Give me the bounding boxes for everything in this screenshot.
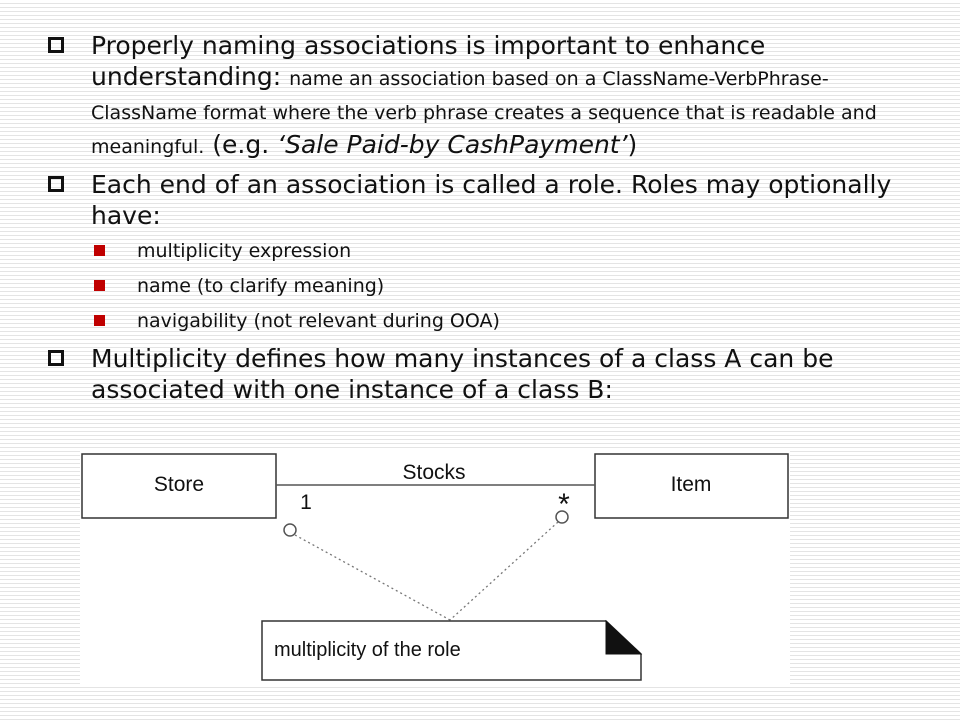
association-name: Stocks <box>402 461 465 484</box>
note-box <box>261 620 642 681</box>
bullet-list: Properly naming associations is importan… <box>48 30 928 405</box>
sub-bullet-multiplicity: multiplicity expression <box>94 240 928 263</box>
note-fold-corner-icon <box>605 619 643 655</box>
item-class-label: Item <box>671 473 712 496</box>
hollow-square-bullet-icon <box>48 350 64 366</box>
note-text: multiplicity of the role <box>274 639 461 661</box>
bullet-roles: Each end of an association is called a r… <box>48 169 928 231</box>
sub-bullet-text: name (to clarify meaning) <box>137 275 385 297</box>
left-role-circle <box>283 523 297 537</box>
example-close: ) <box>627 130 638 159</box>
bullet-main-text: Properly naming associations is importan… <box>91 31 766 91</box>
sub-bullet-text: multiplicity expression <box>137 240 352 262</box>
left-multiplicity: 1 <box>300 491 312 514</box>
hollow-square-bullet-icon <box>48 37 64 53</box>
sub-bullet-navigability: navigability (not relevant during OOA) <box>94 310 928 333</box>
item-class-box <box>594 453 789 519</box>
store-class-label: Store <box>154 473 204 496</box>
bullet-main-text: Multiplicity defines how many instances … <box>91 344 834 404</box>
bullet-main-text: Each end of an association is called a r… <box>91 170 892 230</box>
sub-bullet-text: navigability (not relevant during OOA) <box>137 310 500 332</box>
bullet-detail-text: name an association based on a ClassName… <box>91 68 877 158</box>
filled-square-bullet-icon <box>94 315 105 326</box>
right-note-connector <box>449 521 559 621</box>
bullet-multiplicity: Multiplicity defines how many instances … <box>48 343 928 405</box>
sub-bullet-name: name (to clarify meaning) <box>94 275 928 298</box>
filled-square-bullet-icon <box>94 280 105 291</box>
diagram-svg: Store Item Stocks 1 * multiplicity of th… <box>81 453 789 681</box>
right-role-circle <box>555 510 569 524</box>
store-class-box <box>81 453 277 519</box>
example-text: ‘Sale Paid-by CashPayment’ <box>277 130 628 159</box>
hollow-square-bullet-icon <box>48 176 64 192</box>
left-note-connector <box>294 534 451 621</box>
bullet-text: Properly naming associations is importan… <box>91 30 928 163</box>
uml-association-diagram: Store Item Stocks 1 * multiplicity of th… <box>80 448 790 684</box>
example-open: (e.g. <box>212 130 278 159</box>
filled-square-bullet-icon <box>94 245 105 256</box>
bullet-naming-associations: Properly naming associations is importan… <box>48 30 928 163</box>
